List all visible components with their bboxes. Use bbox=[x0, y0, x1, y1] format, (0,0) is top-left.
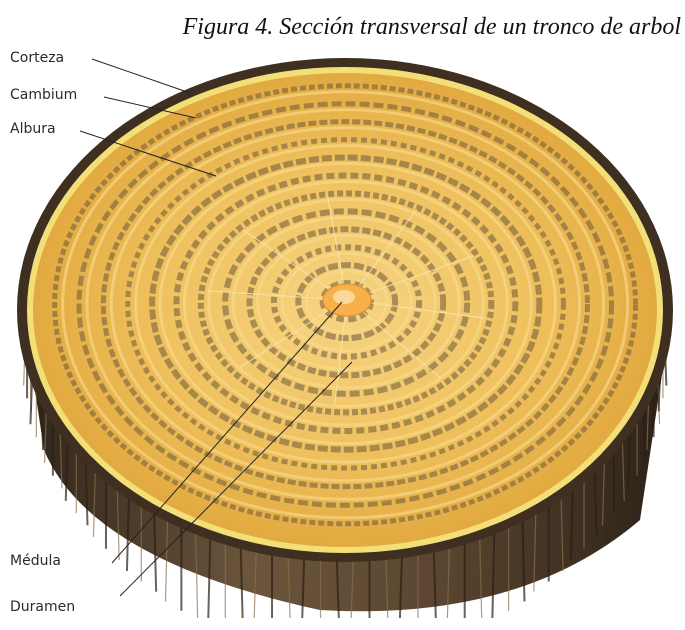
label-cambium: Cambium bbox=[10, 87, 77, 103]
label-medula: Médula bbox=[10, 553, 61, 569]
pith-highlight bbox=[333, 290, 355, 304]
leader-line-corteza bbox=[92, 59, 190, 93]
label-albura: Albura bbox=[10, 121, 56, 137]
label-duramen: Duramen bbox=[10, 599, 75, 615]
label-corteza: Corteza bbox=[10, 50, 64, 66]
